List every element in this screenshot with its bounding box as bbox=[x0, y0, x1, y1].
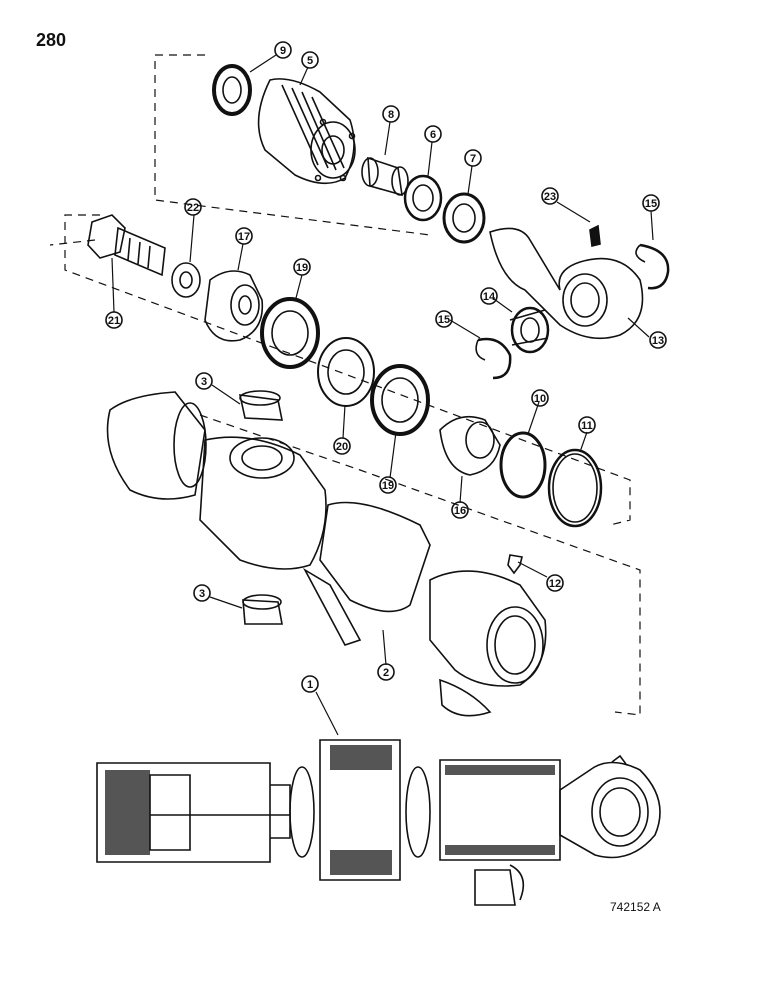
callout-22-label: 22 bbox=[187, 202, 199, 214]
callout-15-right: 15 bbox=[642, 194, 660, 212]
callout-2: 2 bbox=[377, 663, 395, 681]
callout-7: 7 bbox=[464, 149, 482, 167]
callout-13-label: 13 bbox=[652, 335, 664, 347]
callout-20: 20 bbox=[333, 437, 351, 455]
callout-14-label: 14 bbox=[483, 291, 496, 303]
callout-22: 22 bbox=[184, 198, 202, 216]
part-19-seal-upper bbox=[260, 297, 320, 369]
part-20-wear-ring bbox=[317, 337, 375, 407]
part-5-gland bbox=[257, 78, 356, 185]
callout-8-label: 8 bbox=[388, 109, 394, 121]
callout-20-label: 20 bbox=[336, 441, 348, 453]
callout-16: 16 bbox=[451, 501, 469, 519]
callout-19-lower: 19 bbox=[379, 476, 397, 494]
assembly-guide-lines bbox=[49, 54, 641, 716]
callout-23: 23 bbox=[541, 187, 559, 205]
callout-11-label: 11 bbox=[581, 420, 593, 432]
part-1-assembled-cylinder bbox=[96, 739, 661, 906]
callout-12: 12 bbox=[546, 574, 564, 592]
part-11-backup-ring bbox=[547, 448, 603, 528]
callout-8: 8 bbox=[382, 105, 400, 123]
part-3-bushing-lower bbox=[242, 594, 283, 625]
part-10-o-ring bbox=[499, 431, 547, 499]
callout-17: 17 bbox=[235, 227, 253, 245]
part-2-barrel bbox=[106, 391, 547, 717]
callout-5-label: 5 bbox=[307, 55, 313, 67]
part-17-piston bbox=[204, 270, 264, 342]
part-22-washer bbox=[171, 262, 201, 298]
callout-19-lower-label: 19 bbox=[382, 480, 394, 492]
part-15-snap-ring-left bbox=[475, 337, 512, 380]
callout-10: 10 bbox=[531, 389, 549, 407]
part-12-screw bbox=[507, 554, 523, 575]
leader-lines bbox=[111, 54, 654, 736]
part-8-bushing bbox=[361, 156, 409, 197]
callout-6-label: 6 bbox=[430, 129, 436, 141]
part-6-seal bbox=[403, 174, 443, 222]
part-15-snap-ring-right bbox=[635, 243, 670, 290]
callout-23-label: 23 bbox=[544, 191, 556, 203]
page-number: 280 bbox=[36, 30, 67, 50]
callout-15-right-label: 15 bbox=[645, 198, 657, 210]
part-23-grease-fitting bbox=[589, 224, 601, 247]
part-19-seal-lower bbox=[370, 364, 430, 436]
figure-code: 742152 A bbox=[610, 900, 661, 914]
callout-3-lower-label: 3 bbox=[199, 588, 205, 600]
part-13-rod-eye bbox=[489, 227, 644, 340]
callout-5: 5 bbox=[301, 51, 319, 69]
callout-17-label: 17 bbox=[238, 231, 250, 243]
callout-15-left-label: 15 bbox=[438, 314, 450, 326]
callout-6: 6 bbox=[424, 125, 442, 143]
part-16-piston-end bbox=[439, 415, 501, 476]
part-14-bearing bbox=[509, 306, 550, 354]
callout-19-upper-label: 19 bbox=[296, 262, 308, 274]
callout-13: 13 bbox=[649, 331, 667, 349]
callout-3-lower: 3 bbox=[193, 584, 211, 602]
callout-21: 21 bbox=[105, 311, 123, 329]
callout-3-upper-label: 3 bbox=[201, 376, 207, 388]
callout-19-upper: 19 bbox=[293, 258, 311, 276]
callout-7-label: 7 bbox=[470, 153, 476, 165]
part-9-wiper bbox=[212, 64, 252, 116]
callout-14: 14 bbox=[480, 287, 498, 305]
callout-1-label: 1 bbox=[307, 679, 313, 691]
callout-9-label: 9 bbox=[280, 45, 286, 57]
part-7-seal bbox=[442, 192, 486, 244]
callout-11: 11 bbox=[578, 416, 596, 434]
callout-15-left: 15 bbox=[435, 310, 453, 328]
callout-16-label: 16 bbox=[454, 505, 466, 517]
callout-10-label: 10 bbox=[534, 393, 546, 405]
callout-12-label: 12 bbox=[549, 578, 561, 590]
callout-1: 1 bbox=[301, 675, 319, 693]
callout-2-label: 2 bbox=[383, 667, 389, 679]
part-21-bolt bbox=[87, 214, 166, 277]
callout-9: 9 bbox=[274, 41, 292, 59]
callout-3-upper: 3 bbox=[195, 372, 213, 390]
callout-21-label: 21 bbox=[108, 315, 120, 327]
part-3-bushing-upper bbox=[238, 390, 283, 421]
